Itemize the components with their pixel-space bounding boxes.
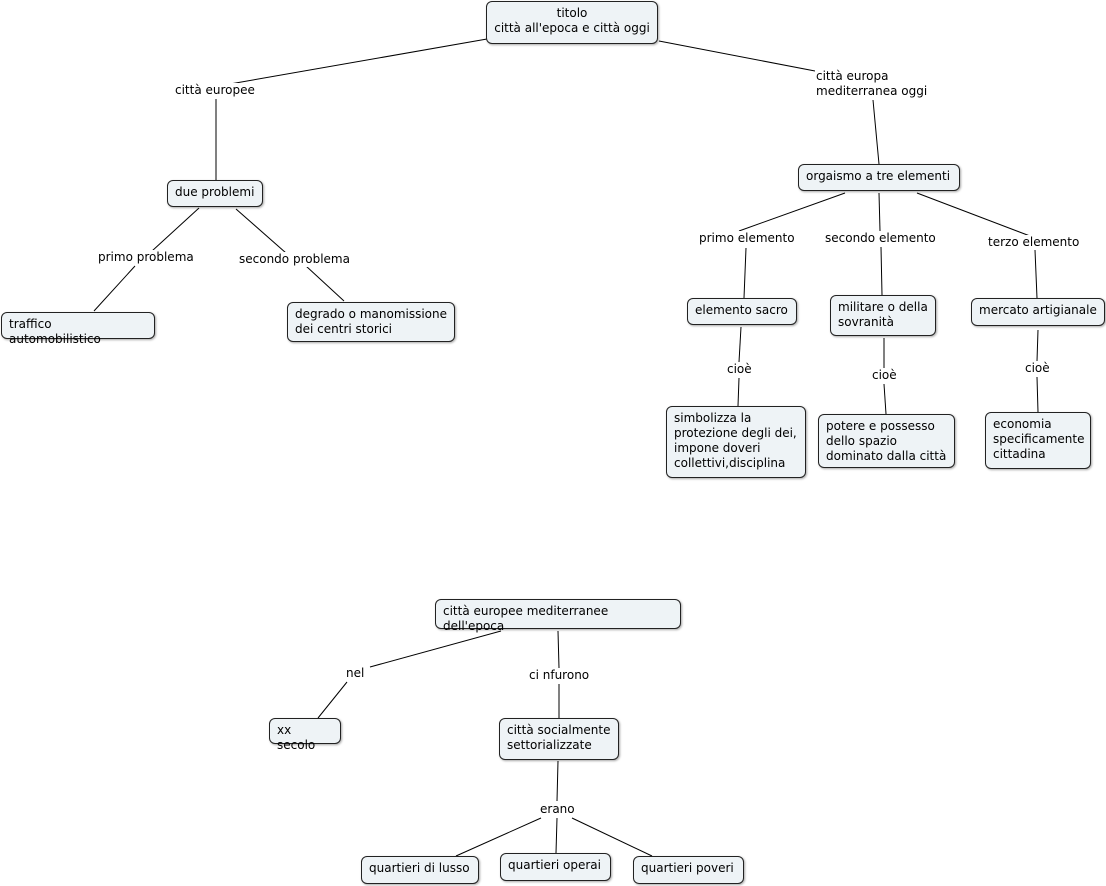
label-citta-europee: città europee <box>174 83 256 98</box>
quartieri-operai-node[interactable]: quartieri operai <box>500 853 611 881</box>
quartieri-lusso-node[interactable]: quartieri di lusso <box>361 856 479 884</box>
citta-socialmente-node[interactable]: città socialmente settorializzate <box>499 718 619 760</box>
label-cioe-mercato: cioè <box>1024 361 1051 376</box>
label-cioe-sacro: cioè <box>726 362 753 377</box>
simbolizza-protezione-node[interactable]: simbolizza la protezione degli dei, impo… <box>666 406 806 478</box>
label-erano: erano <box>539 802 576 817</box>
mediterranee-epoca-node[interactable]: città europee mediterranee dell'epoca <box>435 599 681 633</box>
potere-possesso-node[interactable]: potere e possesso dello spazio dominato … <box>818 414 955 468</box>
label-citta-europa-oggi: città europa mediterranea oggi <box>815 69 929 99</box>
label-secondo-problema: secondo problema <box>238 252 351 267</box>
mercato-artigianale-node[interactable]: mercato artigianale <box>971 298 1105 326</box>
degrado-centri-storici-node[interactable]: degrado o manomissione dei centri storic… <box>287 302 455 342</box>
traffico-automobilistico-node[interactable]: traffico automobilistico <box>1 312 155 346</box>
root-concept-title[interactable]: titolo città all'epoca e città oggi <box>486 1 658 44</box>
label-primo-elemento: primo elemento <box>698 231 796 246</box>
xx-secolo-node[interactable]: xx secolo <box>269 718 341 752</box>
label-ci-nfurono: ci nfurono <box>528 668 591 683</box>
label-cioe-militare: cioè <box>871 368 898 383</box>
label-nel: nel <box>345 666 366 681</box>
label-secondo-elemento: secondo elemento <box>824 231 937 246</box>
due-problemi-node[interactable]: due problemi <box>167 180 263 207</box>
elemento-sacro-node[interactable]: elemento sacro <box>687 298 797 325</box>
militare-sovranita-node[interactable]: militare o della sovranità <box>830 295 936 336</box>
economia-cittadina-node[interactable]: economia specificamente cittadina <box>985 412 1091 469</box>
organismo-tre-elementi-node[interactable]: orgaismo a tre elementi <box>798 164 960 191</box>
quartieri-poveri-node[interactable]: quartieri poveri <box>633 856 744 884</box>
label-primo-problema: primo problema <box>97 250 195 265</box>
label-terzo-elemento: terzo elemento <box>987 235 1081 250</box>
